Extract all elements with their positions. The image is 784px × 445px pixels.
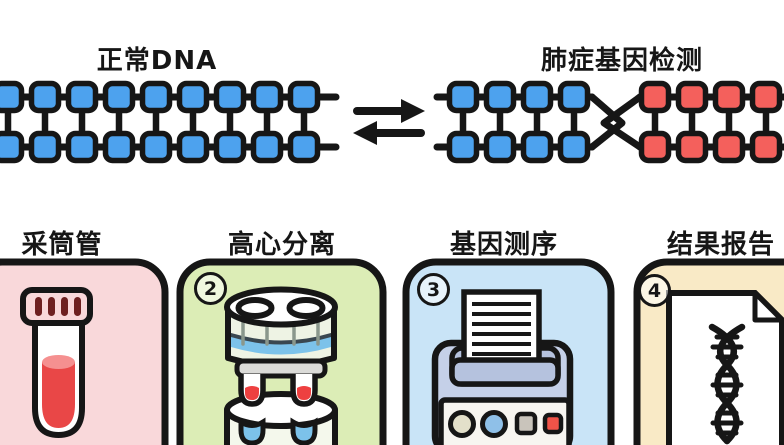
- dna-base-square: [520, 80, 554, 114]
- step-panel-sequencer: [402, 258, 615, 445]
- cap-slot: [74, 297, 81, 316]
- dna-base-square: [638, 80, 672, 114]
- dna-base-square: [287, 80, 321, 114]
- dna-base-square: [28, 80, 62, 114]
- dna-base-square: [65, 130, 99, 164]
- tube-pellet: [297, 386, 311, 400]
- dna-base-square: [446, 80, 480, 114]
- step-panel-centrifuge: [176, 258, 387, 445]
- dna-base-square: [749, 130, 783, 164]
- step-panel-collection-tube: [0, 258, 169, 445]
- cap-slot: [35, 297, 42, 316]
- rotor-liquid: [231, 335, 331, 355]
- cap-slot: [61, 297, 68, 316]
- normal-dna-ladder: [0, 80, 340, 164]
- dna-base-square: [102, 130, 136, 164]
- step-label-centrifuge: 高心分离: [227, 230, 337, 260]
- normal-dna-title: 正常DNA: [96, 46, 218, 76]
- mutated-dna-title: 肺症基因检测: [540, 46, 704, 76]
- step-number-badge-2: 2: [194, 272, 227, 305]
- tube-cap: [20, 287, 93, 326]
- dna-break-chevron-left: [588, 93, 626, 151]
- dna-break-chevron-right: [600, 93, 644, 151]
- dna-base-square: [176, 80, 210, 114]
- dna-base-square: [213, 130, 247, 164]
- dna-base-square: [483, 80, 517, 114]
- dna-base-square: [712, 130, 746, 164]
- step-number-badge-4: 4: [638, 274, 671, 307]
- dna-base-square: [520, 130, 554, 164]
- dna-base-square: [638, 130, 672, 164]
- spindle-disc: [234, 358, 328, 379]
- paper-slot-lip: [449, 357, 561, 387]
- printout-text-lines: [472, 302, 531, 356]
- step-label-sequencing: 基因测序: [449, 230, 559, 260]
- sequencer-button-gray: [514, 411, 538, 436]
- cap-slot: [48, 297, 55, 316]
- lower-tube-blue: [238, 417, 266, 445]
- rotor-tube-opening: [286, 297, 326, 319]
- dna-base-square: [102, 80, 136, 114]
- sequencer-button-cream: [448, 410, 476, 438]
- centrifuge-icon: [224, 286, 338, 445]
- tube-pellet: [245, 386, 259, 400]
- dna-base-square: [712, 80, 746, 114]
- dna-base-square: [65, 80, 99, 114]
- dna-base-square: [287, 130, 321, 164]
- step-label-report: 结果报告: [666, 230, 776, 260]
- dna-base-square: [139, 80, 173, 114]
- dna-base-square: [749, 80, 783, 114]
- dna-base-square: [250, 80, 284, 114]
- dna-base-square: [213, 80, 247, 114]
- dna-base-square: [483, 130, 517, 164]
- sequencer-button-blue: [480, 410, 508, 438]
- dna-base-square: [0, 80, 25, 114]
- dna-base-square: [675, 130, 709, 164]
- document-folded-corner: [752, 290, 784, 323]
- step-label-collection-tube: 采筒管: [21, 230, 103, 260]
- step-number-badge-3: 3: [417, 273, 450, 306]
- dna-base-square: [28, 130, 62, 164]
- tube-blood: [42, 362, 75, 428]
- dna-base-square: [176, 130, 210, 164]
- dna-base-square: [139, 130, 173, 164]
- dna-base-square: [675, 80, 709, 114]
- lower-tube-blue: [290, 417, 318, 445]
- blood-surface: [42, 355, 75, 369]
- gene-sequencer-icon: [431, 289, 574, 445]
- dna-base-square: [250, 130, 284, 164]
- rotor-tube-opening: [235, 297, 275, 319]
- dna-base-square: [557, 130, 591, 164]
- equilibrium-arrows-icon: [353, 99, 425, 145]
- mutated-dna-ladder: [433, 80, 784, 164]
- dna-base-square: [0, 130, 25, 164]
- sequencer-button-red: [542, 412, 564, 435]
- step-panel-report: [633, 258, 784, 445]
- blood-collection-tube-icon: [20, 287, 93, 438]
- dna-base-square: [446, 130, 480, 164]
- report-document-icon: [666, 290, 784, 445]
- dna-helix-icon: [708, 323, 746, 445]
- rotor-top-face: [224, 286, 338, 328]
- dna-base-square: [557, 80, 591, 114]
